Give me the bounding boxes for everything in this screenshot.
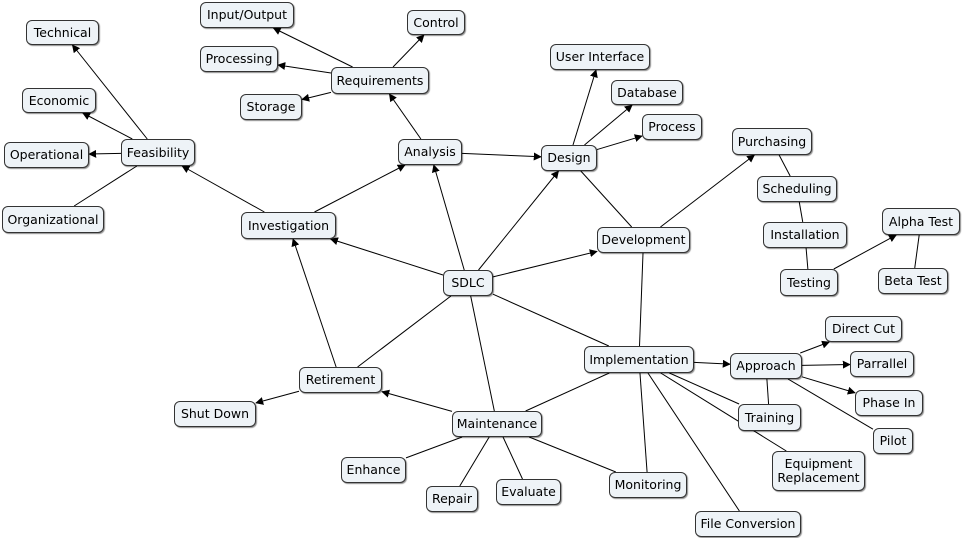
- node-investigation[interactable]: Investigation: [241, 212, 336, 239]
- connector-investigation-to-analysis: [314, 164, 406, 213]
- connector-purchasing-to-scheduling: [778, 154, 791, 177]
- connector-feasibility-to-technical: [71, 44, 148, 140]
- connector-requirements-to-input-output: [272, 27, 353, 68]
- connector-feasibility-to-operational: [88, 149, 122, 158]
- connector-testing-to-alpha-test: [833, 234, 897, 270]
- node-input-output[interactable]: Input/Output: [200, 2, 294, 28]
- connector-retirement-to-shut-down: [255, 390, 300, 405]
- connector-implementation-to-file-conversion: [647, 372, 740, 512]
- node-enhance[interactable]: Enhance: [341, 457, 406, 483]
- node-training[interactable]: Training: [738, 404, 801, 431]
- connector-requirements-to-control: [392, 34, 425, 68]
- node-alpha-test[interactable]: Alpha Test: [882, 208, 960, 235]
- node-file-conversion[interactable]: File Conversion: [695, 511, 801, 537]
- node-beta-test[interactable]: Beta Test: [878, 268, 948, 294]
- node-feasibility[interactable]: Feasibility: [121, 139, 195, 166]
- connector-approach-to-parrallel: [801, 360, 851, 369]
- connector-maintenance-to-enhance: [405, 436, 463, 459]
- connector-sdlc-to-development: [492, 249, 598, 278]
- connector-design-to-development: [580, 170, 633, 228]
- node-approach[interactable]: Approach: [730, 353, 802, 379]
- connector-scheduling-to-installation: [798, 201, 804, 223]
- connector-maintenance-to-retirement: [381, 389, 453, 412]
- node-purchasing[interactable]: Purchasing: [732, 128, 812, 155]
- connector-analysis-to-design: [461, 152, 542, 161]
- node-evaluate[interactable]: Evaluate: [496, 479, 561, 505]
- node-storage[interactable]: Storage: [240, 94, 302, 120]
- node-development[interactable]: Development: [597, 227, 690, 253]
- node-shut-down[interactable]: Shut Down: [174, 401, 256, 427]
- connector-sdlc-to-design: [478, 170, 559, 271]
- connector-approach-to-direct-cut: [800, 340, 830, 354]
- node-equipment-replacement[interactable]: Equipment Replacement: [772, 451, 865, 491]
- connector-development-to-implementation: [639, 252, 644, 347]
- node-operational[interactable]: Operational: [4, 142, 89, 168]
- connector-sdlc-to-investigation: [329, 237, 444, 276]
- connector-design-to-database: [584, 104, 633, 146]
- connector-approach-to-phase-in: [801, 376, 856, 395]
- node-maintenance[interactable]: Maintenance: [452, 411, 542, 437]
- node-requirements[interactable]: Requirements: [331, 67, 429, 94]
- connector-implementation-to-equipment-replacement: [660, 372, 787, 452]
- connector-approach-to-training: [766, 378, 770, 405]
- connector-retirement-to-investigation: [291, 238, 337, 368]
- node-scheduling[interactable]: Scheduling: [757, 176, 837, 202]
- node-economic[interactable]: Economic: [22, 88, 96, 113]
- node-installation[interactable]: Installation: [763, 222, 847, 248]
- connector-investigation-to-feasibility: [181, 165, 265, 213]
- node-sdlc[interactable]: SDLC: [443, 270, 493, 296]
- node-processing[interactable]: Processing: [200, 46, 278, 72]
- connector-maintenance-to-repair: [459, 436, 490, 487]
- node-pilot[interactable]: Pilot: [873, 428, 913, 454]
- node-technical[interactable]: Technical: [26, 20, 99, 45]
- connector-sdlc-to-implementation: [492, 293, 610, 347]
- node-repair[interactable]: Repair: [426, 486, 478, 512]
- node-process[interactable]: Process: [642, 114, 702, 140]
- connector-maintenance-to-monitoring: [528, 436, 617, 473]
- node-organizational[interactable]: Organizational: [2, 206, 104, 233]
- connector-installation-to-testing: [805, 247, 809, 270]
- node-user-interface[interactable]: User Interface: [550, 44, 650, 70]
- connector-requirements-to-storage: [301, 91, 332, 102]
- connector-design-to-process: [596, 134, 643, 151]
- node-parrallel[interactable]: Parrallel: [850, 351, 914, 377]
- connector-requirements-to-processing: [277, 62, 332, 74]
- connector-implementation-to-monitoring: [639, 372, 648, 473]
- connector-maintenance-to-evaluate: [502, 436, 523, 480]
- connector-feasibility-to-organizational: [73, 165, 138, 207]
- connector-implementation-to-approach: [693, 359, 731, 368]
- node-monitoring[interactable]: Monitoring: [609, 472, 687, 498]
- node-direct-cut[interactable]: Direct Cut: [825, 316, 902, 342]
- connector-sdlc-to-retirement: [357, 295, 452, 368]
- node-retirement[interactable]: Retirement: [299, 367, 382, 393]
- node-implementation[interactable]: Implementation: [584, 346, 694, 373]
- node-database[interactable]: Database: [611, 80, 683, 105]
- connector-design-to-user-interface: [572, 69, 598, 146]
- node-phase-in[interactable]: Phase In: [855, 390, 923, 416]
- connector-implementation-to-maintenance: [525, 372, 610, 412]
- node-testing[interactable]: Testing: [780, 269, 838, 296]
- connector-approach-to-pilot: [787, 378, 874, 430]
- connector-sdlc-to-maintenance: [470, 295, 495, 412]
- connector-analysis-to-requirements: [388, 93, 422, 140]
- connector-alpha-test-to-beta-test: [914, 234, 920, 269]
- connector-feasibility-to-economic: [82, 112, 133, 140]
- connector-sdlc-to-analysis: [431, 164, 465, 271]
- connector-development-to-purchasing: [660, 154, 756, 228]
- node-control[interactable]: Control: [407, 10, 465, 35]
- node-design[interactable]: Design: [541, 145, 597, 171]
- node-analysis[interactable]: Analysis: [398, 139, 462, 165]
- connector-implementation-to-training: [669, 372, 740, 405]
